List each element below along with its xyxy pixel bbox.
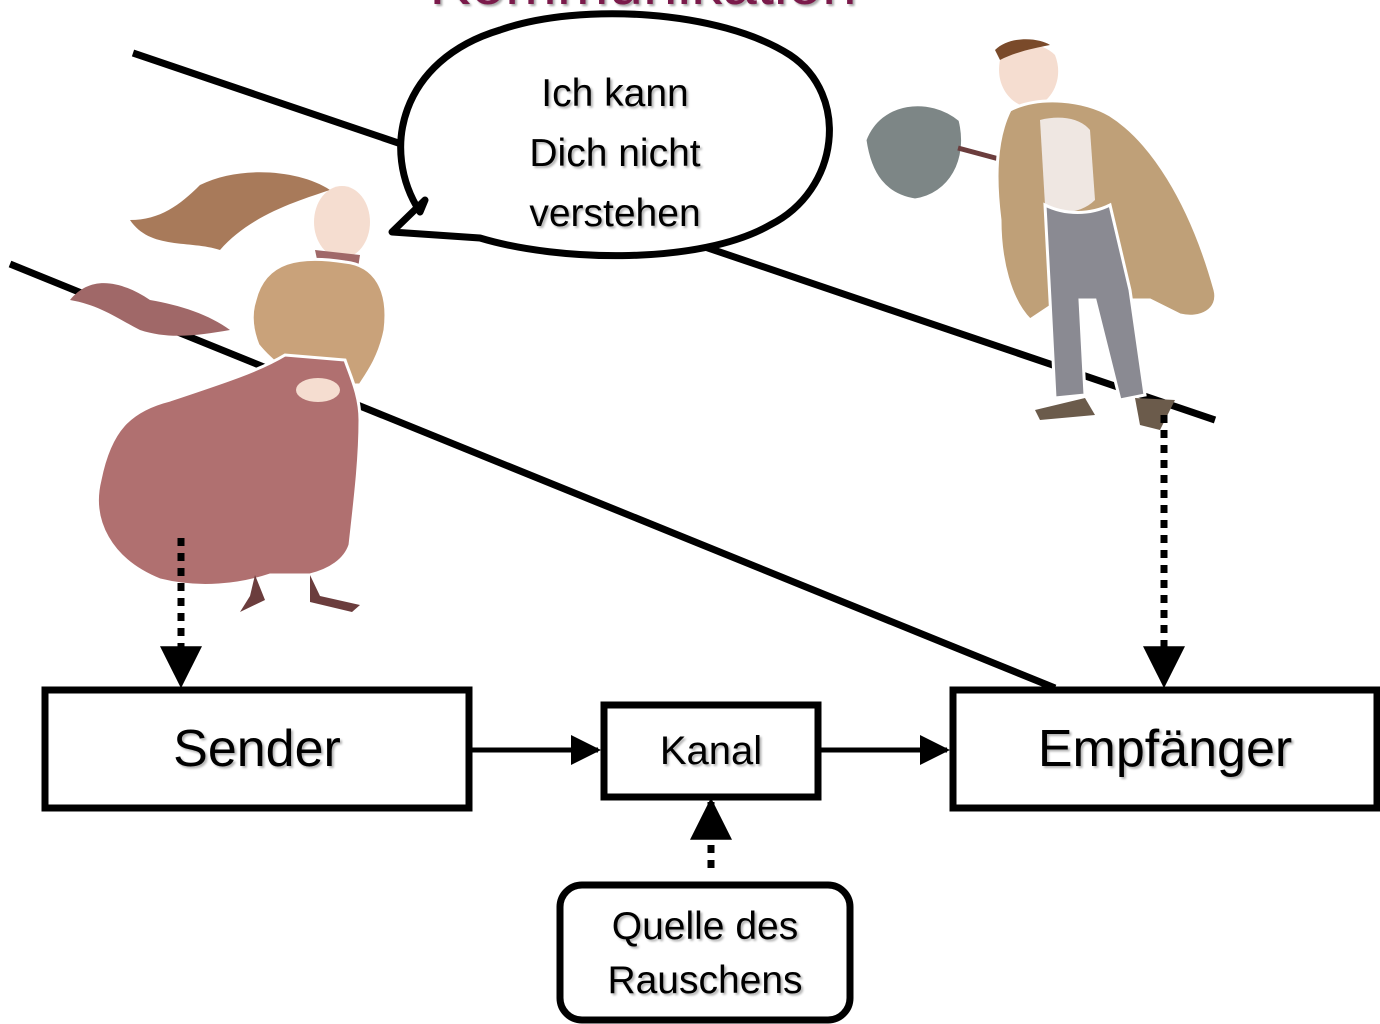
noise-source-label: Quelle des Rauschens	[607, 905, 803, 1002]
umbrella	[863, 103, 965, 202]
sender-box	[41, 686, 473, 812]
speech-bubble-text: Ich kann Dich nicht verstehen	[529, 72, 701, 235]
slide-title: Kommunikation	[383, 0, 903, 19]
channel-label: Kanal	[659, 729, 763, 773]
woman-scarf	[70, 283, 230, 336]
speech-bubble	[388, 10, 833, 260]
man-trousers	[1043, 202, 1147, 402]
woman-head	[314, 186, 370, 258]
channel-box	[600, 701, 822, 801]
man-shirt	[1040, 117, 1095, 212]
woman-hair	[130, 172, 330, 250]
man-shoe-left	[1035, 398, 1095, 420]
woman-hands	[296, 378, 340, 402]
woman-shoe-right	[310, 575, 360, 612]
noise-source-box	[556, 881, 854, 1024]
sender-label: Sender	[173, 720, 341, 778]
man-hair	[995, 39, 1050, 60]
woman-figure	[70, 172, 388, 612]
woman-shoe-left	[240, 575, 265, 612]
man-shoe-right	[1135, 398, 1175, 430]
woman-skirt	[96, 353, 362, 587]
man-head	[999, 44, 1059, 108]
man-figure	[863, 39, 1218, 430]
receiver-label: Empfänger	[1037, 720, 1293, 778]
receiver-box	[949, 686, 1380, 812]
